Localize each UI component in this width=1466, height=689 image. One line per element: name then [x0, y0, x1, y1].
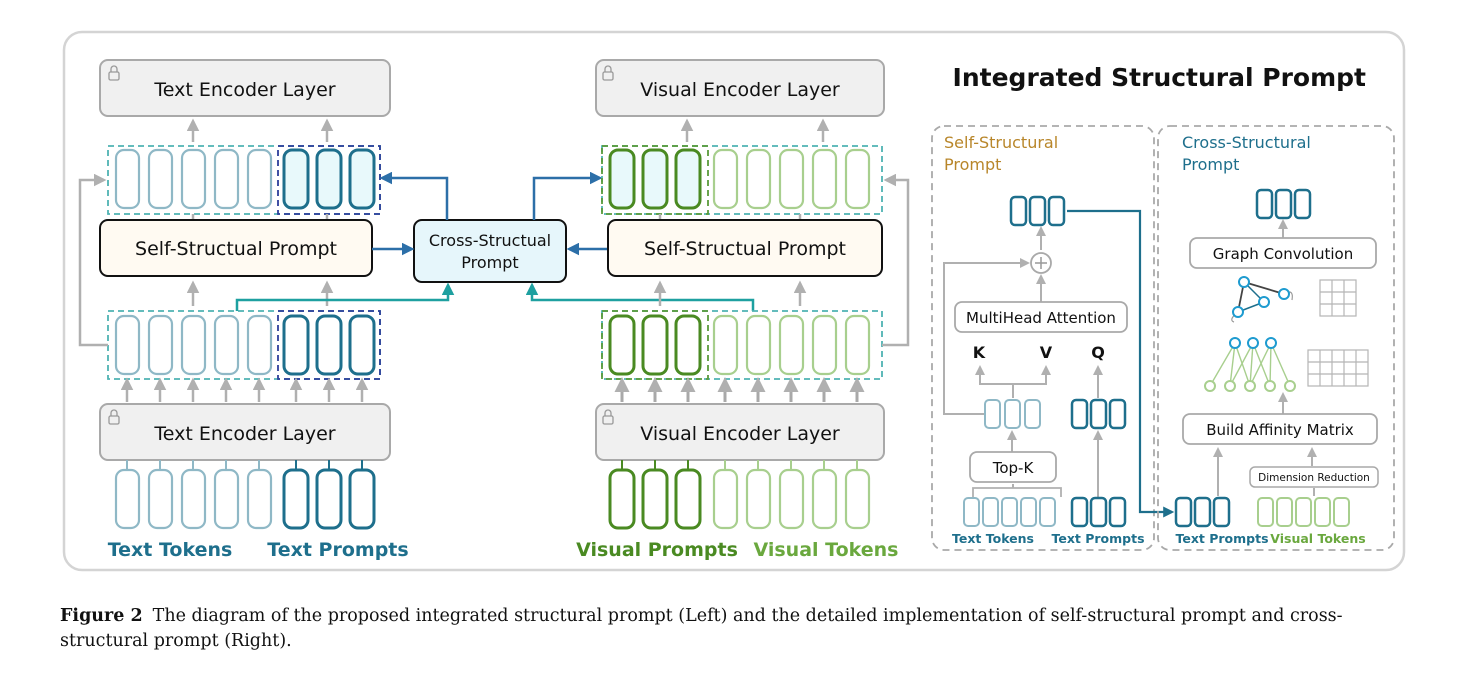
self-structual-prompt-text: Self-Structual Prompt [99, 219, 373, 277]
cross-text-prompts-label: Text Prompts [1175, 531, 1268, 546]
bipartite-graph-icon [1204, 337, 1296, 392]
cross-input-tokens [1174, 496, 1350, 528]
cross-structual-line2: Prompt [461, 253, 518, 272]
topk-box [969, 451, 1057, 483]
text-encoder-up-arrows [120, 377, 369, 402]
visual-encoder-layer-bottom: Visual Encoder Layer [595, 403, 885, 461]
topk-tokens [984, 399, 1041, 429]
text-encoder-top-label: Text Encoder Layer [153, 79, 335, 101]
diagram-canvas: Integrated Structural Prompt Text Encode… [62, 30, 1406, 572]
v-label: V [1040, 343, 1053, 362]
visual-encoder-up-arrows [614, 377, 865, 402]
arrow-cross-to-visual-prompts [532, 171, 603, 220]
text-prompts-label: Text Prompts [267, 539, 408, 561]
build-affinity-box [1182, 413, 1378, 445]
visual-tokens-label: Visual Tokens [753, 539, 898, 561]
visual-prompts-label: Visual Prompts [576, 539, 738, 561]
q-label: Q [1091, 343, 1105, 362]
matrix-icon-small [1319, 279, 1357, 317]
self-output-prompts [1009, 195, 1066, 227]
affinity-label: Build Affinity Matrix [1206, 421, 1354, 439]
lock-icon [108, 65, 120, 81]
multihead-label: MultiHead Attention [966, 309, 1116, 327]
visual-token-row-lower [601, 310, 883, 380]
text-tokens-label: Text Tokens [108, 539, 233, 561]
self-structual-visual-label: Self-Structual Prompt [644, 238, 846, 260]
cross-structual-prompt: Cross-Structual Prompt [413, 219, 567, 283]
visual-encoder-bottom-label: Visual Encoder Layer [640, 423, 840, 445]
text-input-tokens [114, 460, 376, 530]
self-panel-title-2: Prompt [944, 155, 1001, 174]
k-label: K [973, 343, 986, 362]
self-input-text-tokens [963, 496, 1127, 528]
self-structual-text-label: Self-Structual Prompt [135, 238, 337, 260]
arrow-text-to-cross [235, 282, 455, 311]
self-panel-title-1: Self-Structural [944, 133, 1058, 152]
arrow-visual-to-cross [525, 282, 755, 311]
cross-output-prompts [1255, 188, 1312, 220]
visual-skip-arrow [882, 173, 910, 347]
cross-structual-line1: Cross-Structual [429, 231, 551, 250]
graph-convolution-box [1189, 237, 1377, 269]
self-structual-prompt-visual: Self-Structual Prompt [607, 219, 883, 277]
text-token-row-lower [107, 310, 381, 380]
multihead-attention-box [954, 301, 1128, 333]
lock-icon [602, 65, 614, 81]
caption-text: The diagram of the proposed integrated s… [60, 606, 1343, 651]
text-encoder-layer-bottom: Text Encoder Layer [99, 403, 391, 461]
visual-token-row-upper [601, 145, 883, 215]
topk-label: Top-K [992, 459, 1035, 477]
text-encoder-layer-top: Text Encoder Layer [99, 59, 391, 117]
visual-encoder-layer-top: Visual Encoder Layer [595, 59, 885, 117]
arrow-self-to-cross-panel [1067, 209, 1175, 518]
lock-icon [108, 409, 120, 425]
graph-icon [1231, 276, 1293, 323]
q-prompts [1070, 398, 1127, 430]
self-text-prompts-label: Text Prompts [1051, 531, 1144, 546]
text-token-row-upper [107, 145, 381, 215]
graph-conv-label: Graph Convolution [1213, 245, 1353, 263]
text-encoder-bottom-label: Text Encoder Layer [153, 423, 335, 445]
cross-panel-title-1: Cross-Structural [1182, 133, 1311, 152]
figure-label: Figure 2 [60, 606, 143, 626]
cross-panel-title-2: Prompt [1182, 155, 1239, 174]
text-skip-arrow [78, 173, 108, 347]
arrow-cross-to-text-prompts [379, 171, 449, 220]
self-text-tokens-label: Text Tokens [952, 531, 1034, 546]
dimension-reduction-box [1249, 466, 1379, 488]
cross-visual-tokens-label: Visual Tokens [1270, 531, 1365, 546]
add-icon [1030, 252, 1052, 274]
visual-input-tokens [608, 460, 871, 530]
cross-structural-panel: Cross-Structural Prompt Graph Convolutio… [1157, 125, 1395, 551]
dim-reduction-label: Dimension Reduction [1258, 472, 1370, 484]
figure-title: Integrated Structural Prompt [953, 63, 1367, 92]
lock-icon [602, 409, 614, 425]
matrix-icon-large [1307, 349, 1369, 387]
self-structural-panel: Self-Structural Prompt MultiHead Attenti… [931, 125, 1155, 551]
visual-encoder-top-label: Visual Encoder Layer [640, 79, 840, 101]
